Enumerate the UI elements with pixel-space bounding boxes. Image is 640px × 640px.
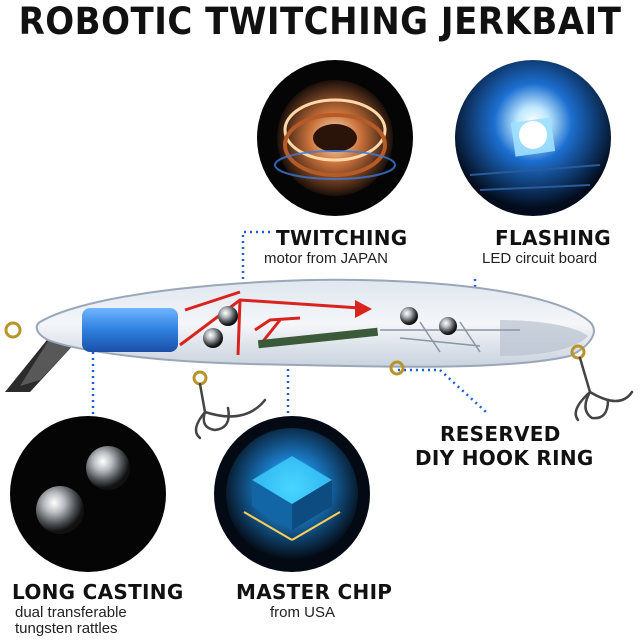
microchip-icon [214,416,370,572]
connector-lines [91,230,487,415]
reserved-heading-line2: DIY HOOK RING [415,446,594,470]
flashing-sub: LED circuit board [482,250,598,267]
treble-hook [194,356,634,440]
motor-coil-icon [257,60,413,216]
twitching-heading: TWITCHING [276,226,408,250]
master-chip-heading: MASTER CHIP [236,580,393,604]
long-casting-sub-line2: tungsten rattles [15,620,118,637]
page-title: ROBOTIC TWITCHING JERKBAIT [18,0,622,44]
led-chip-icon [455,60,611,216]
tungsten-balls-icon [10,416,166,572]
twitching-sub: motor from JAPAN [264,250,388,267]
long-casting-heading: LONG CASTING [12,580,184,604]
flashing-heading: FLASHING [495,226,612,250]
reserved-heading-line1: RESERVED [440,422,561,446]
master-chip-sub: from USA [270,604,336,621]
lure-body [4,278,595,392]
long-casting-sub-line1: dual transferable [15,604,127,621]
